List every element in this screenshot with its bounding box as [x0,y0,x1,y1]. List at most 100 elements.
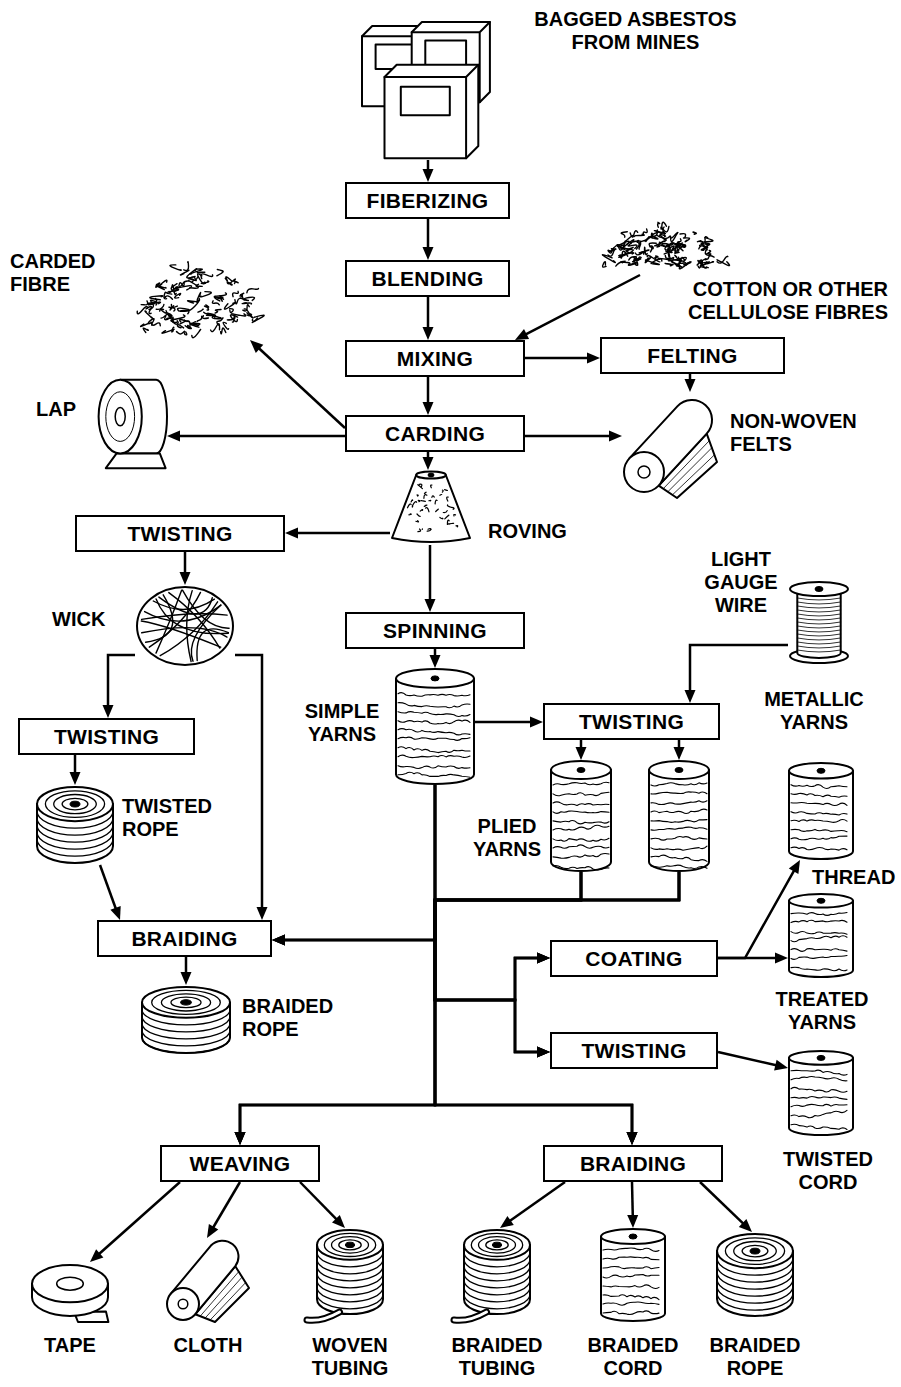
yarn-texture [603,1311,659,1315]
lap-sheet [106,453,166,468]
arrow-head [423,247,434,260]
product-figure: TAPE [30,1262,110,1324]
arrow-head [674,747,685,760]
figure-line [416,472,446,479]
coil-turn [486,1240,508,1250]
yarn-texture [603,1302,659,1305]
coil-turn [464,1280,530,1295]
fibre-strand [189,277,198,280]
yarn-texture [651,809,707,813]
product-figure: SIMPLE YARNS [395,668,475,785]
yarn-package [396,678,474,784]
roll-core [638,466,650,478]
fibre-strand [166,289,178,294]
product-illustration [600,1228,666,1322]
yarn-texture [398,720,470,724]
fibre-strand [177,331,185,334]
product-label: COTTON OR OTHER CELLULOSE FIBRES [680,278,888,324]
figure-line [345,1242,354,1247]
arrow-head [537,953,550,964]
product-name: TAPE [20,1334,120,1357]
product-name: WICK [52,608,114,631]
product-figure: BAGGED ASBESTOS FROM MINES [360,20,496,160]
figure-line [142,987,230,1018]
arrow-head [500,1216,514,1228]
figure-line [37,787,113,821]
flow-arrow [235,655,268,920]
yarn-texture [398,737,470,740]
coil-turn [479,1237,516,1254]
product-name: CARDED FIBRE [10,250,100,296]
flow-arrow [180,552,191,585]
fibre-strand [180,270,188,275]
product-figure: BRAIDED ROPE [715,1232,795,1318]
yarn-strand [156,590,182,653]
product-label: ROVING [488,520,588,543]
fibre-strand [204,312,215,317]
yarn-texture [398,747,470,753]
arrow-head [250,340,263,353]
yarn-texture [791,793,847,797]
figure-line [817,768,825,773]
fibre-strand [678,239,681,244]
fibre-strand [684,262,691,265]
product-label: BRAIDED CORD [583,1334,683,1380]
process-box: COATING [550,940,718,977]
fibre-strand [426,508,430,512]
fibre-strand [445,489,448,491]
flow-line [296,532,390,535]
figure-line [70,801,80,807]
product-name: NON-WOVEN FELTS [730,410,870,456]
arrow-head [685,690,696,703]
fibre-strand [675,255,679,259]
roll-end [624,452,664,492]
product-label: TWISTED ROPE [122,795,222,841]
flow-arrow [700,1182,752,1232]
fibre-strand [171,315,185,322]
yarn-texture [553,838,609,841]
fibre-strand [418,500,420,501]
arrow-head [423,327,434,340]
yarn-package [551,770,611,871]
yarn-texture [791,956,847,960]
fibre-strand [705,256,714,260]
figure-line [396,669,474,688]
coil-turn [317,1266,383,1281]
fibre-strand [220,296,224,301]
fibre-strand [616,262,623,266]
fibre-strand [215,297,223,301]
yarn-texture [603,1248,659,1251]
product-figure: BRAIDED ROPE [140,985,232,1055]
roll-body [171,1241,239,1315]
flow-arrow [525,431,622,442]
flow-line [240,872,679,1134]
arrow-head [181,972,192,985]
flow-arrow [430,649,441,668]
fibre-strand [217,270,223,276]
flow-line [235,655,262,909]
figure-line [492,1242,501,1247]
yarn-texture [791,932,847,935]
flow-line [98,1182,180,1255]
fibre-strand [185,321,190,327]
process-label: TWISTING [127,523,232,544]
flow-arrow [272,872,679,946]
product-figure: TWISTED ROPE [35,785,115,865]
flow-line [631,1182,634,1217]
yarn-texture [791,1124,847,1129]
fibre-strand [191,322,199,326]
product-illustration [788,762,854,860]
yarn-texture [651,792,707,794]
flow-arrow [272,785,435,946]
product-name: LAP [36,398,86,421]
flow-line [258,348,345,429]
flow-arrow [435,872,679,1000]
fibre-strand [666,250,672,253]
product-name: BRAIDED CORD [583,1334,683,1380]
arrow-head [774,1060,788,1071]
coil-turn [317,1280,383,1295]
flow-line [690,645,788,692]
yarn-texture [553,782,609,785]
product-figure: THREAD [788,762,854,860]
flow-line [74,755,77,774]
